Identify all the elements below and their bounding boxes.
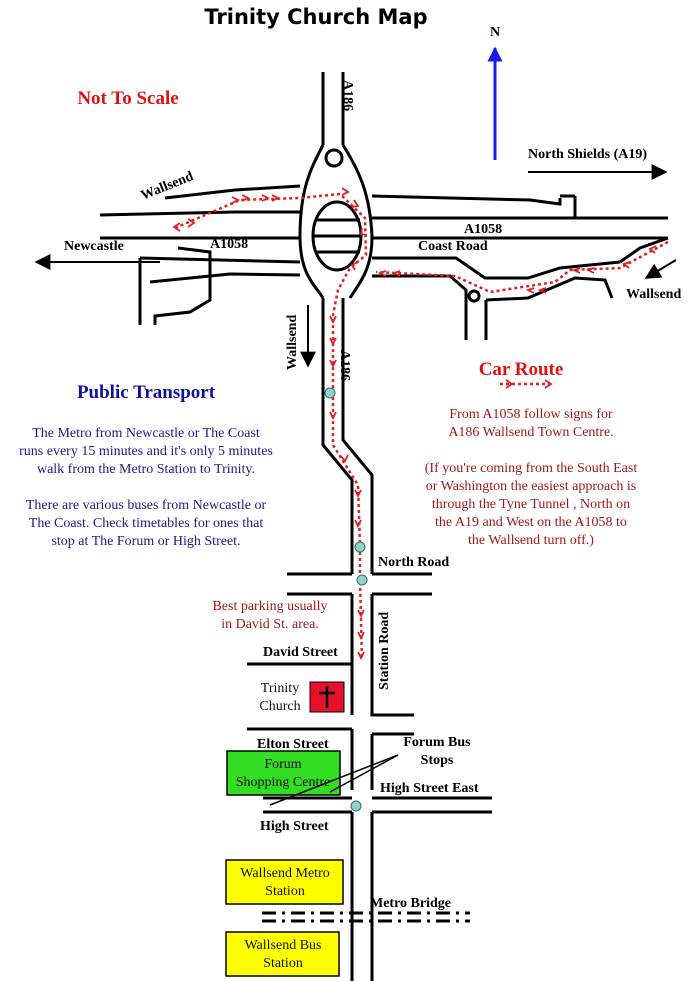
forum-shopping-centre: Forum Shopping Centre (226, 750, 341, 796)
road-label-a186-north: A186 (340, 80, 355, 111)
road-label-north-road: North Road (378, 555, 449, 570)
metro-label-line: Wallsend Metro (240, 866, 329, 881)
church-label-line: Trinity (261, 681, 299, 696)
road-label-station-road: Station Road (377, 612, 392, 690)
car-route-line: through the Tyne Tunnel , North on (432, 497, 630, 512)
public-transport-text: The Metro from Newcastle or The Coast ru… (19, 426, 273, 549)
trinity-church: Trinity Church (259, 681, 345, 714)
car-route-line: From A1058 follow signs for (449, 407, 613, 422)
car-route-line: (If you're coming from the South East (425, 461, 638, 476)
road-label-elton-street: Elton Street (257, 737, 329, 752)
metro-label-line: Station (265, 884, 305, 899)
direction-label-wallsend-se: Wallsend (626, 287, 681, 302)
car-route-chevrons (172, 187, 657, 661)
forum-label-line: Forum (264, 757, 301, 772)
church-label-line: Church (259, 699, 300, 714)
direction-arrows (34, 164, 677, 368)
bus-station-label-line: Station (263, 956, 303, 971)
direction-label-north-shields: North Shields (A19) (528, 147, 647, 162)
forum-bus-label-line: Forum Bus (403, 735, 471, 750)
road-label-a1058-west: A1058 (210, 237, 248, 252)
public-transport-line: The Metro from Newcastle or The Coast (32, 426, 260, 441)
car-route-line: A186 Wallsend Town Centre. (448, 425, 613, 440)
public-transport-line: The Coast. Check timetables for ones tha… (29, 516, 264, 531)
parking-line: Best parking usually (212, 599, 327, 614)
car-route-heading: Car Route (479, 359, 564, 380)
wallsend-metro-station: Wallsend Metro Station (225, 859, 344, 905)
direction-label-wallsend-south: Wallsend (285, 315, 300, 370)
direction-label-newcastle: Newcastle (64, 239, 124, 254)
car-route-line: the A19 and West on the A1058 to (435, 515, 627, 530)
road-label-a186-south: A186 (337, 350, 352, 381)
road-label-high-street: High Street (260, 819, 329, 834)
scale-note: Not To Scale (77, 88, 178, 109)
forum-bus-label-line: Stops (421, 753, 454, 768)
road-network (99, 72, 669, 981)
bus-stop-icon (324, 387, 336, 399)
page-title: Trinity Church Map (204, 5, 427, 29)
forum-bus-stops-callout: Forum Bus Stops (269, 735, 471, 806)
parking-note: Best parking usually in David St. area. (212, 599, 327, 632)
public-transport-line: walk from the Metro Station to Trinity. (37, 462, 255, 477)
north-arrow: N (487, 25, 503, 160)
metro-bridge-lines (262, 911, 470, 923)
cross-icon (319, 686, 335, 708)
public-transport-line: stop at The Forum or High Street. (51, 534, 240, 549)
bus-station-label-line: Wallsend Bus (244, 938, 321, 953)
road-label-high-street-east: High Street East (380, 781, 479, 796)
public-transport-line: runs every 15 minutes and it's only 5 mi… (19, 444, 273, 459)
road-label-david-street: David Street (263, 645, 338, 660)
bus-stop-markers (324, 387, 368, 812)
car-route-text: From A1058 follow signs for A186 Wallsen… (425, 407, 638, 548)
car-route-line: the Wallsend turn off.) (468, 533, 594, 548)
wallsend-bus-station: Wallsend Bus Station (225, 931, 340, 977)
road-label-coast-road: Coast Road (418, 239, 488, 254)
forum-label-line: Shopping Centre (236, 775, 331, 790)
road-label-a1058-east: A1058 (464, 222, 502, 237)
public-transport-heading: Public Transport (77, 382, 216, 403)
bus-stop-icon (350, 800, 362, 812)
north-label: N (490, 25, 500, 40)
bus-stop-icon (356, 574, 368, 586)
road-label-metro-bridge: Metro Bridge (370, 896, 451, 911)
car-route (174, 192, 669, 661)
bus-stop-icon (354, 541, 366, 553)
car-route-line: or Washington the easiest approach is (426, 479, 637, 494)
parking-line: in David St. area. (221, 617, 319, 632)
public-transport-line: There are various buses from Newcastle o… (26, 498, 267, 513)
